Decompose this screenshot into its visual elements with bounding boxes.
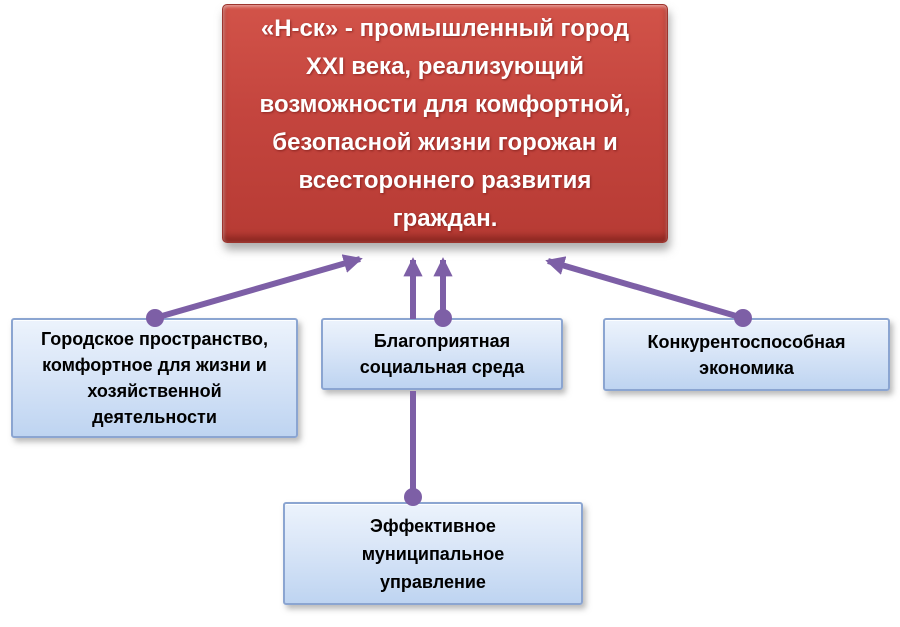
pillar-governance-text: Эффективное муниципальное управление [361,515,505,592]
pillar-urban-space: Городское пространство, комфортное для ж… [11,318,298,438]
goal-box: «Н-ск» - промышленный город XXI века, ре… [222,4,668,243]
pillar-economy: Конкурентоспособная экономика [603,318,890,391]
goal-box-text: «Н-ск» - промышленный город XXI века, ре… [259,14,631,232]
connector-economy-to-goal [545,256,752,327]
connector-urban-to-goal [146,254,363,327]
pillar-governance: Эффективное муниципальное управление [283,502,583,605]
pillar-social-environment: Благоприятная социальная среда [321,318,563,390]
pillar-urban-space-text: Городское пространство, комфортное для ж… [40,329,268,427]
pillar-social-environment-text: Благоприятная социальная среда [359,331,525,377]
pillar-economy-text: Конкурентоспособная экономика [647,331,846,378]
